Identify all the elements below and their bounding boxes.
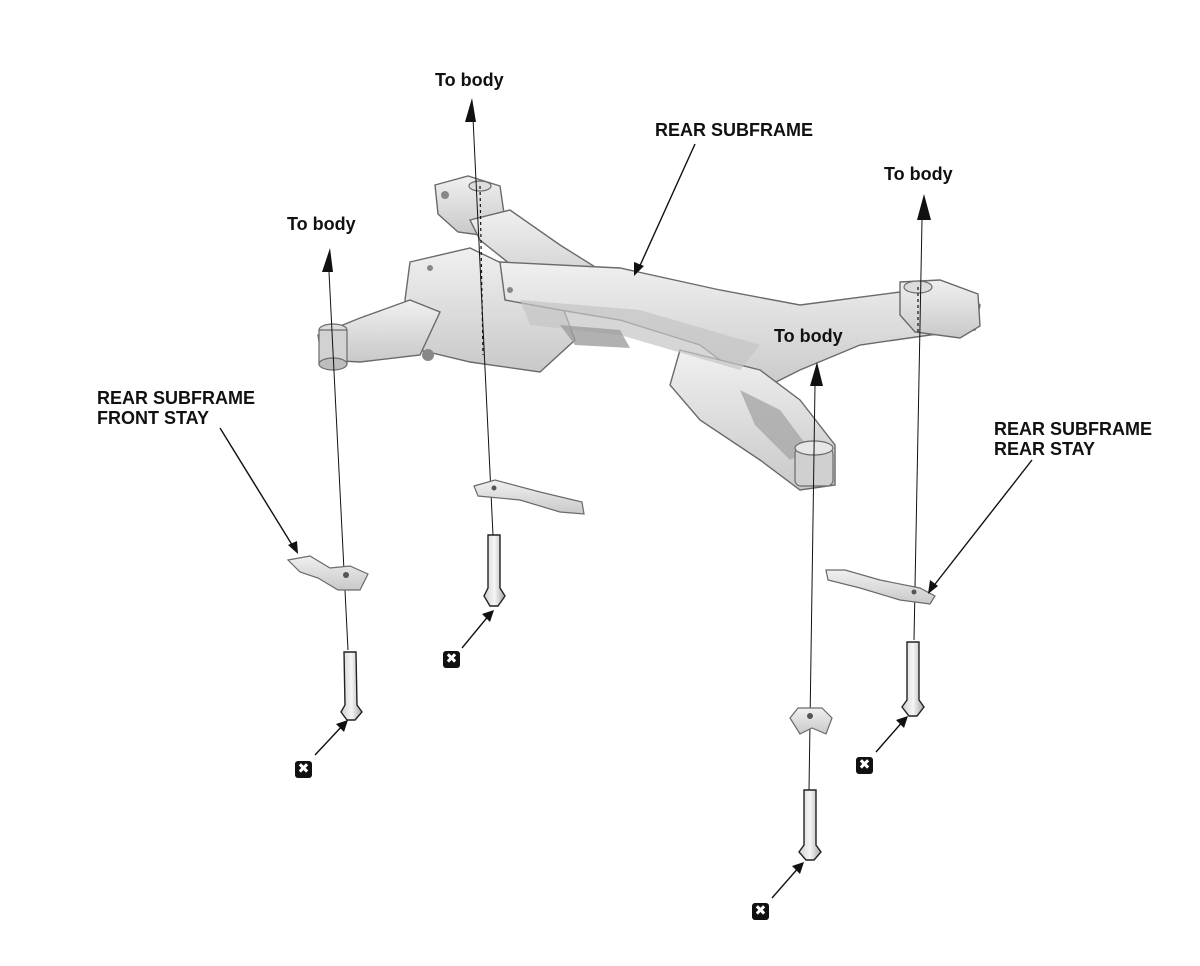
leader-lines (219, 143, 1033, 899)
to-body-label-center: To body (774, 326, 843, 346)
rear-subframe-part (317, 175, 981, 491)
rear-subframe-front-stay-part (286, 555, 369, 591)
front-stay-label-line2: FRONT STAY (97, 408, 210, 428)
front-stay-label: REAR SUBFRAME FRONT STAY (97, 388, 255, 428)
dashed-hidden-lines (479, 185, 919, 356)
to-body-label-left: To body (287, 214, 356, 234)
front-stay-label-line1: REAR SUBFRAME (97, 388, 256, 408)
to-body-label-top: To body (435, 70, 504, 90)
bolt-icon (340, 534, 925, 861)
replace-part-icon: ✖ (752, 903, 769, 920)
stay-plate-part (473, 479, 585, 515)
leader-arrowheads (288, 262, 938, 874)
rear-subframe-label: REAR SUBFRAME (655, 120, 814, 140)
replace-part-icon: ✖ (443, 651, 460, 668)
collar-part (789, 707, 833, 735)
replace-part-icon: ✖ (856, 757, 873, 774)
rear-subframe-rear-stay-part (825, 569, 936, 605)
arrow-up-icon (322, 98, 931, 386)
to-body-label-right: To body (884, 164, 953, 184)
rear-stay-label-line2: REAR STAY (994, 439, 1096, 459)
rear-stay-label: REAR SUBFRAME REAR STAY (994, 419, 1152, 459)
replace-part-icon: ✖ (295, 761, 312, 778)
rear-stay-label-line1: REAR SUBFRAME (994, 419, 1153, 439)
